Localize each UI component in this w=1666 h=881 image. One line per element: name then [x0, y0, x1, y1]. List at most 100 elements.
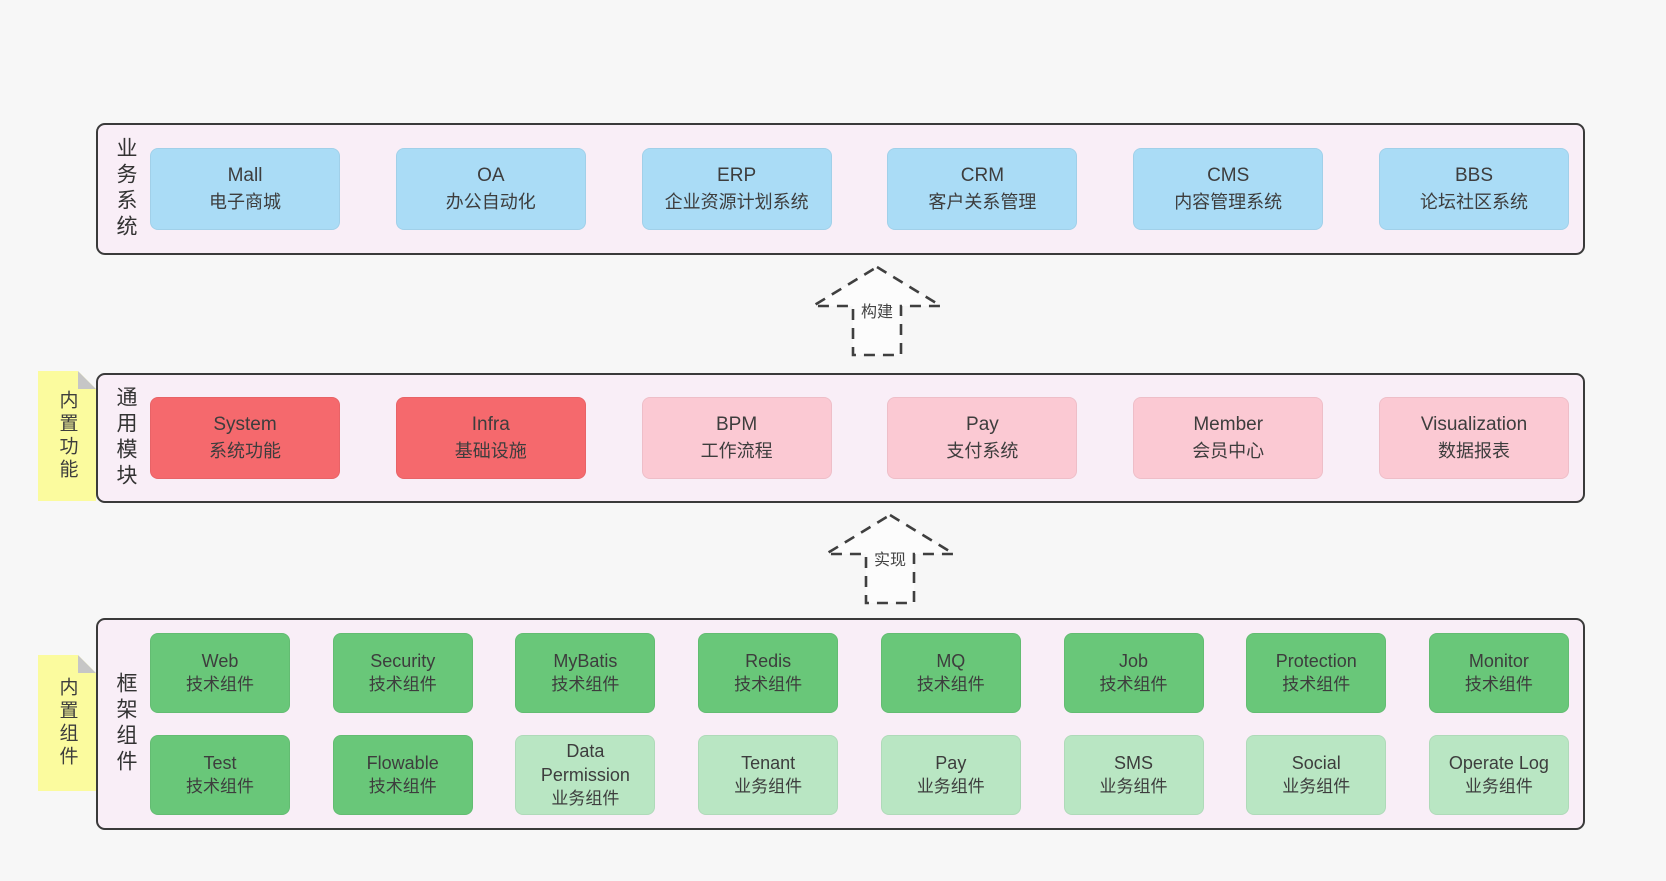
note-text: 内置功能 [56, 390, 78, 482]
box-subtitle: 技术组件 [916, 675, 985, 694]
component-box-pay: Pay 业务组件 [880, 735, 1021, 815]
component-box-security: Security 技术组件 [332, 633, 473, 713]
box-subtitle: 企业资源计划系统 [664, 192, 809, 212]
box-title: Data Permission [540, 741, 630, 785]
panel-framework-components: 框架组件 Web 技术组件 Security 技术组件 MyBatis 技术组件… [96, 618, 1585, 830]
panel-components-label: 框架组件 [114, 672, 137, 776]
business-box-bbs: BBS 论坛社区系统 [1378, 148, 1569, 230]
box-title: MQ [936, 651, 966, 671]
box-title: Pay [935, 753, 967, 773]
component-box-protection: Protection 技术组件 [1246, 633, 1387, 713]
box-subtitle: 内容管理系统 [1174, 192, 1283, 212]
components-row-1: Web 技术组件 Security 技术组件 MyBatis 技术组件 Redi… [150, 633, 1569, 713]
box-subtitle: 技术组件 [1282, 675, 1351, 694]
arrow-implement: 实现 [822, 512, 958, 606]
business-box-oa: OA 办公自动化 [395, 148, 586, 230]
box-subtitle: 会员中心 [1192, 441, 1265, 461]
box-title: Member [1193, 414, 1264, 435]
box-subtitle: 技术组件 [186, 675, 254, 694]
box-title: BBS [1454, 165, 1493, 186]
note-text: 内置组件 [56, 677, 78, 769]
module-box-infra: Infra 基础设施 [395, 397, 586, 479]
arrow-build-label: 构建 [857, 303, 897, 323]
box-title: Monitor [1468, 651, 1529, 671]
box-subtitle: 办公自动化 [445, 192, 536, 212]
box-subtitle: 业务组件 [551, 789, 620, 808]
box-title: Infra [471, 414, 510, 435]
module-box-pay: Pay 支付系统 [887, 397, 1078, 479]
component-box-monitor: Monitor 技术组件 [1428, 633, 1569, 713]
business-box-erp: ERP 企业资源计划系统 [641, 148, 832, 230]
box-subtitle: 技术组件 [1464, 675, 1533, 694]
box-title: Pay [966, 414, 999, 435]
box-subtitle: 业务组件 [1282, 777, 1351, 796]
component-box-tenant: Tenant 业务组件 [698, 735, 839, 815]
box-subtitle: 业务组件 [1099, 777, 1168, 796]
box-title: Mall [227, 165, 263, 186]
box-title: Tenant [741, 753, 796, 773]
box-subtitle: 技术组件 [734, 675, 803, 694]
business-box-crm: CRM 客户关系管理 [887, 148, 1078, 230]
panel-modules-label: 通用模块 [114, 386, 137, 490]
box-subtitle: 客户关系管理 [928, 192, 1037, 212]
box-subtitle: 技术组件 [186, 777, 254, 796]
business-box-mall: Mall 电子商城 [150, 148, 340, 230]
box-title: SMS [1114, 753, 1154, 773]
box-subtitle: 业务组件 [916, 777, 985, 796]
box-subtitle: 论坛社区系统 [1419, 192, 1528, 212]
box-subtitle: 基础设施 [454, 441, 527, 461]
box-title: Flowable [366, 753, 439, 773]
component-box-redis: Redis 技术组件 [698, 633, 839, 713]
panel-common-modules: 通用模块 System 系统功能 Infra 基础设施 BPM 工作流程 Pay… [96, 373, 1585, 503]
box-title: Web [201, 651, 239, 671]
component-box-data-permission: Data Permission 业务组件 [515, 735, 656, 815]
box-title: Protection [1275, 651, 1357, 671]
box-subtitle: 技术组件 [1099, 675, 1168, 694]
component-box-flowable: Flowable 技术组件 [332, 735, 473, 815]
folded-corner-icon [78, 655, 96, 673]
arrow-build: 构建 [809, 264, 945, 358]
component-box-mybatis: MyBatis 技术组件 [515, 633, 656, 713]
components-row-2: Test 技术组件 Flowable 技术组件 Data Permission … [150, 735, 1569, 815]
components-rows: Web 技术组件 Security 技术组件 MyBatis 技术组件 Redi… [140, 633, 1583, 815]
box-title: OA [477, 165, 505, 186]
box-title: CRM [960, 165, 1005, 186]
folded-corner-icon [78, 371, 96, 389]
module-box-system: System 系统功能 [150, 397, 340, 479]
box-subtitle: 电子商城 [209, 192, 281, 212]
box-title: MyBatis [553, 651, 618, 671]
box-title: BPM [716, 414, 758, 435]
panel-business-systems: 业务系统 Mall 电子商城 OA 办公自动化 ERP 企业资源计划系统 CRM… [96, 123, 1585, 255]
box-subtitle: 支付系统 [946, 441, 1019, 461]
note-built-in-components: 内置组件 [38, 655, 96, 791]
box-title: System [213, 414, 277, 435]
box-title: Test [203, 753, 237, 773]
component-box-web: Web 技术组件 [150, 633, 290, 713]
modules-box-row: System 系统功能 Infra 基础设施 BPM 工作流程 Pay 支付系统… [140, 397, 1583, 479]
module-box-member: Member 会员中心 [1133, 397, 1324, 479]
box-title: Job [1119, 651, 1149, 671]
note-built-in-features: 内置功能 [38, 371, 96, 501]
box-subtitle: 数据报表 [1437, 441, 1510, 461]
box-subtitle: 技术组件 [368, 777, 437, 796]
business-box-cms: CMS 内容管理系统 [1133, 148, 1324, 230]
component-box-test: Test 技术组件 [150, 735, 290, 815]
module-box-bpm: BPM 工作流程 [641, 397, 832, 479]
box-title: ERP [717, 165, 757, 186]
business-box-row: Mall 电子商城 OA 办公自动化 ERP 企业资源计划系统 CRM 客户关系… [140, 148, 1583, 230]
box-subtitle: 技术组件 [368, 675, 437, 694]
box-title: Redis [745, 651, 792, 671]
component-box-sms: SMS 业务组件 [1063, 735, 1204, 815]
box-subtitle: 业务组件 [734, 777, 803, 796]
module-box-visualization: Visualization 数据报表 [1378, 397, 1569, 479]
box-subtitle: 业务组件 [1464, 777, 1533, 796]
panel-business-label: 业务系统 [114, 137, 137, 241]
box-title: Security [370, 651, 436, 671]
arrow-implement-label: 实现 [870, 551, 910, 571]
box-title: CMS [1207, 165, 1250, 186]
box-title: Operate Log [1448, 753, 1549, 773]
component-box-operate-log: Operate Log 业务组件 [1428, 735, 1569, 815]
box-subtitle: 系统功能 [209, 441, 281, 461]
component-box-mq: MQ 技术组件 [880, 633, 1021, 713]
